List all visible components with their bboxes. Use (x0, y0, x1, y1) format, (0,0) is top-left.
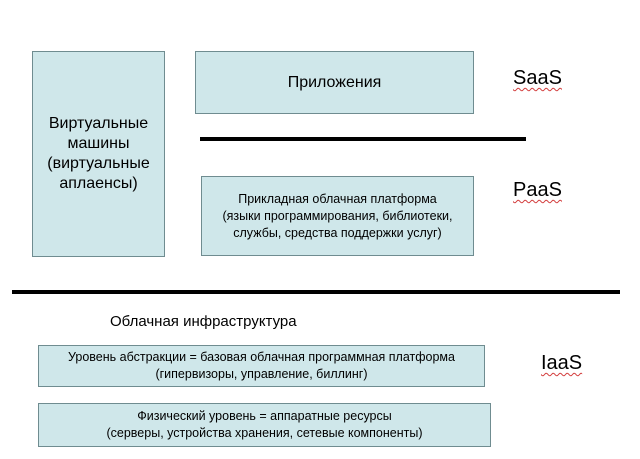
platform-line-2: (языки программирования, библиотеки, (222, 208, 453, 223)
virtual-machines-box: Виртуальные машины (виртуальные аплаенсы… (32, 51, 165, 257)
saas-label: SaaS (513, 67, 562, 89)
physical-line-1: Физический уровень = аппаратные ресурсы (137, 409, 392, 423)
virtual-machines-text: Виртуальные машины (виртуальные аплаенсы… (47, 114, 149, 194)
abstraction-line-1: Уровень абстракции = базовая облачная пр… (68, 350, 455, 364)
virtual-machines-line-3: (виртуальные (47, 155, 150, 172)
physical-layer-box: Физический уровень = аппаратные ресурсы … (38, 403, 491, 447)
paas-label: PaaS (513, 179, 562, 201)
physical-layer-text: Физический уровень = аппаратные ресурсы … (106, 408, 422, 442)
virtual-machines-line-2: машины (67, 135, 130, 152)
infrastructure-divider (12, 290, 620, 294)
iaas-label: IaaS (541, 352, 583, 374)
saas-paas-divider (200, 137, 526, 141)
applications-box: Приложения (195, 51, 474, 114)
physical-line-2: (серверы, устройства хранения, сетевые к… (106, 426, 423, 440)
platform-text: Прикладная облачная платформа (языки про… (223, 191, 453, 242)
platform-line-1: Прикладная облачная платформа (238, 191, 437, 206)
platform-line-3: службы, средства поддержки услуг) (233, 225, 442, 240)
virtual-machines-line-1: Виртуальные (48, 115, 149, 132)
virtual-machines-line-4: аплаенсы) (59, 175, 138, 192)
platform-box: Прикладная облачная платформа (языки про… (201, 176, 474, 256)
abstraction-layer-box: Уровень абстракции = базовая облачная пр… (38, 345, 485, 387)
abstraction-layer-text: Уровень абстракции = базовая облачная пр… (68, 349, 455, 383)
infrastructure-title: Облачная инфраструктура (110, 313, 297, 330)
applications-label: Приложения (287, 73, 382, 91)
abstraction-line-2: (гипервизоры, управление, биллинг) (155, 367, 368, 381)
